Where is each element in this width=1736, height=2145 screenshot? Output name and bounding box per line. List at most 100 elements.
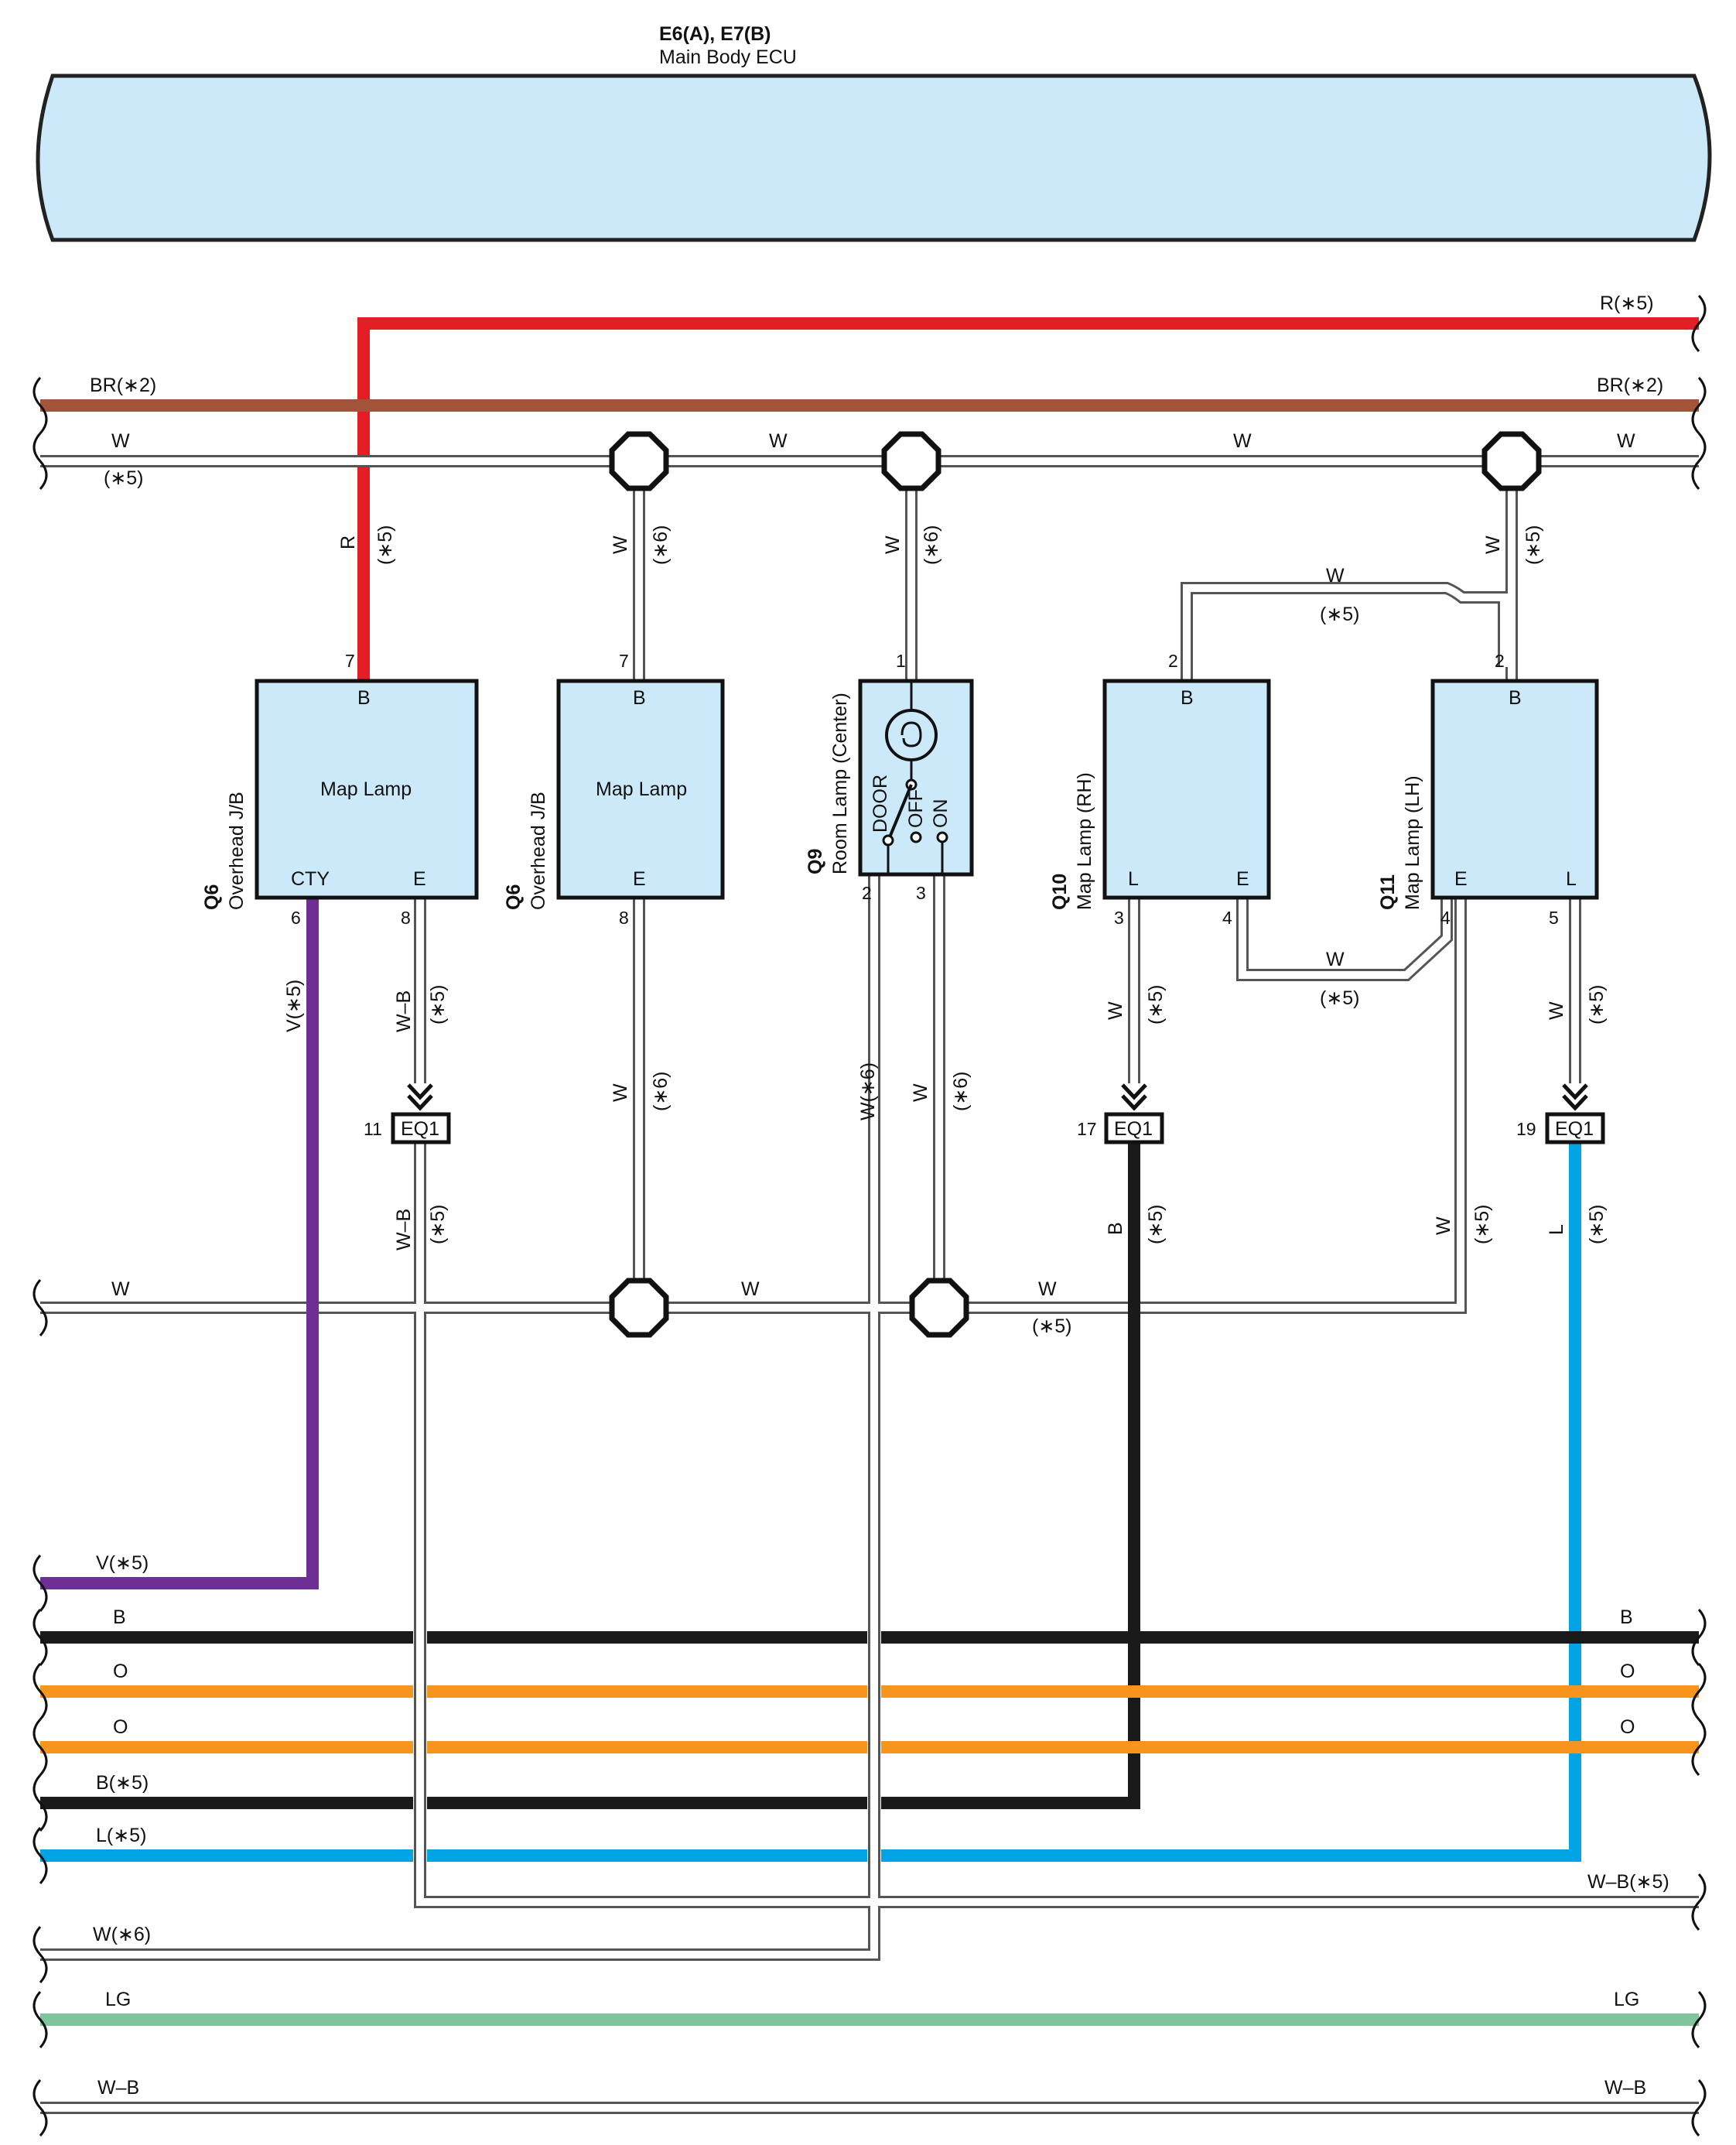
connector-arrow-icon — [1562, 1083, 1588, 1111]
component-desc: Overhead J/B — [226, 792, 248, 910]
terminal-label: B — [1509, 687, 1522, 709]
connector-name: EQ1 — [1555, 1118, 1594, 1140]
component-q6-overhead-jb-1: 7 B Map Lamp CTY E 6 8 Q6 Overhead J/B — [201, 651, 479, 928]
wire-b-left-label: B — [113, 1606, 126, 1628]
connector-pin: 11 — [364, 1119, 382, 1139]
terminal-label: L — [1128, 868, 1139, 890]
wire-w-label-2: W — [769, 430, 788, 452]
connector-eq1-19: EQ1 19 — [1516, 1083, 1605, 1144]
label-q6b-up-a: W — [610, 535, 631, 554]
label-eq11-b: (∗5) — [427, 1204, 449, 1244]
wire-b-eq17 — [40, 1127, 1140, 1809]
switch-contact-icon — [936, 831, 948, 843]
connector-name: EQ1 — [401, 1118, 439, 1140]
wire-b-right-label: B — [1620, 1606, 1633, 1628]
wire-break-mark — [1691, 295, 1707, 352]
pin-number: 7 — [345, 651, 355, 671]
label-q11-l-a: W — [1546, 1001, 1567, 1020]
terminal-label: E — [1454, 868, 1468, 890]
wire-break-marks-bottom — [32, 1555, 1707, 2136]
switch-contact-icon — [910, 831, 922, 843]
wire-v — [40, 895, 319, 1589]
component-id: Q6 — [503, 884, 525, 910]
label-q6a-up-a: R — [337, 535, 359, 549]
wire-r-label: R(∗5) — [1600, 292, 1654, 314]
wire-o2-left-label: O — [113, 1716, 128, 1738]
label-q11-l-b: (∗5) — [1586, 984, 1608, 1025]
pin-number: 4 — [1440, 908, 1451, 928]
switch-contact-icon — [882, 834, 894, 847]
terminal-label: B — [633, 687, 646, 709]
pin-number: 1 — [896, 651, 906, 671]
component-id: Q6 — [201, 884, 223, 910]
wire-wb-left-label: W–B — [97, 2077, 139, 2099]
connector-arrow-icon — [1121, 1083, 1147, 1111]
wire-lg-right-label: LG — [1614, 1989, 1639, 2010]
wire-l5-label: L(∗5) — [96, 1825, 146, 1846]
component-desc: Map Lamp (LH) — [1402, 775, 1423, 910]
component-q10-map-lamp-rh: 2 B L E 3 4 Q10 Map Lamp (RH) — [1049, 651, 1271, 928]
label-cty-wire: V(∗5) — [283, 980, 305, 1032]
label-q6b-e-b: (∗6) — [650, 1071, 672, 1111]
vertical-wire-labels: R (∗5) W (∗6) W (∗6) W (∗5) V(∗5) W–B (∗… — [283, 525, 1608, 1250]
mid-wire-w-note: (∗5) — [1032, 1315, 1072, 1337]
connector-arrow-icon — [407, 1083, 433, 1111]
wire-br-left-label: BR(∗2) — [90, 375, 156, 396]
pin-number: 3 — [916, 883, 926, 903]
connector-pin: 19 — [1516, 1119, 1536, 1139]
terminal-label: E — [1236, 868, 1249, 890]
label-q9-p3-a: W — [910, 1083, 931, 1102]
component-id: Q9 — [805, 849, 826, 874]
wire-o1-left-label: O — [113, 1661, 128, 1682]
wire-break-mark — [1691, 377, 1707, 434]
pin-number: 7 — [619, 651, 629, 671]
pin-number: 8 — [619, 908, 629, 928]
mid-wire-w-label-2: W — [741, 1278, 760, 1300]
connector-eq1-11: EQ1 11 — [364, 1083, 451, 1144]
main-body-ecu-box — [36, 74, 1712, 242]
wire-v-label: V(∗5) — [96, 1552, 149, 1574]
ecu-name: Main Body ECU — [659, 46, 797, 68]
wire-l-eq19 — [40, 1127, 1581, 1862]
label-eq17-a: B — [1105, 1222, 1126, 1235]
terminal-label: CTY — [291, 868, 330, 890]
mid-wire-w-label-1: W — [111, 1278, 130, 1300]
label-q9-p2: W(∗6) — [857, 1062, 879, 1120]
label-q11-up-a: W — [1482, 535, 1504, 554]
label-q9-up-b: (∗6) — [921, 525, 942, 565]
splice-junction — [612, 434, 666, 488]
connector-pin: 17 — [1077, 1119, 1097, 1139]
pin-number: 3 — [1114, 908, 1124, 928]
component-id: Q10 — [1049, 874, 1071, 910]
terminal-label: E — [633, 868, 646, 890]
crossing-gaps — [413, 1625, 881, 1866]
label-q11-e-a: W — [1433, 1216, 1454, 1235]
wire-wb5-label: W–B(∗5) — [1587, 1871, 1669, 1893]
label-q10-l-a: W — [1105, 1001, 1126, 1020]
white-wires — [40, 461, 1699, 2114]
pin-number: 4 — [1222, 908, 1232, 928]
wire-o1-right-label: O — [1620, 1661, 1635, 1682]
cross-wire-bottom-note: (∗5) — [1320, 987, 1360, 1009]
wire-break-mark — [32, 377, 48, 434]
component-q11-map-lamp-lh: 2 B E L 4 5 Q11 Map Lamp (LH) — [1377, 651, 1599, 928]
label-q6b-up-b: (∗6) — [650, 525, 672, 565]
wire-w-label-4: W — [1617, 430, 1635, 452]
component-name: Map Lamp — [320, 778, 412, 800]
terminal-label: B — [1181, 687, 1194, 709]
label-q6a-e-a: W–B — [393, 990, 415, 1032]
wire-w-note-left: (∗5) — [104, 467, 144, 489]
pin-number: 2 — [862, 883, 872, 903]
connector-eq1-17: EQ1 17 — [1077, 1083, 1164, 1144]
pin-number: 2 — [1495, 651, 1505, 671]
mid-wire-w-label-3: W — [1038, 1278, 1057, 1300]
wire-o2-right-label: O — [1620, 1716, 1635, 1738]
component-id: Q11 — [1377, 874, 1399, 910]
switch-position-door: DOOR — [870, 775, 891, 833]
splice-junction — [912, 1281, 966, 1335]
cross-wire-top-label: W — [1326, 565, 1345, 587]
label-eq19-a: L — [1546, 1224, 1567, 1235]
label-eq17-b: (∗5) — [1145, 1204, 1167, 1244]
ecu-connector-title: E6(A), E7(B) — [659, 23, 771, 45]
